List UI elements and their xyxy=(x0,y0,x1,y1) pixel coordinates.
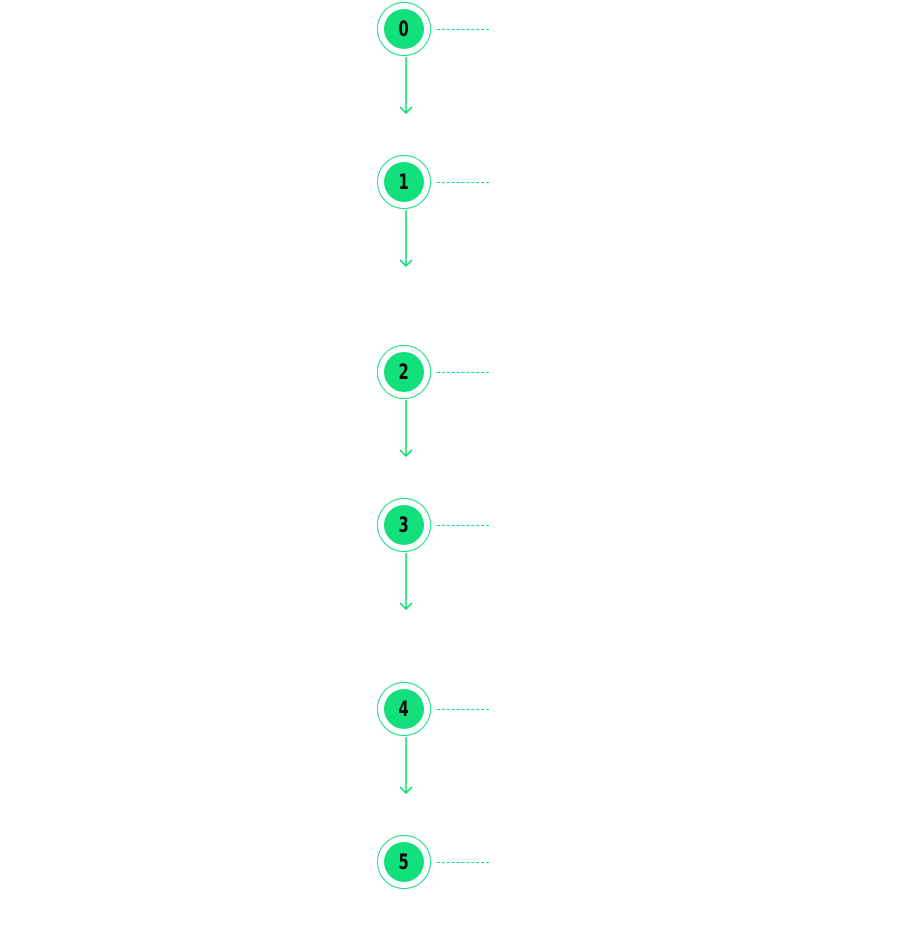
arrow-down-icon xyxy=(398,400,414,458)
step-3: 3 xyxy=(377,498,497,558)
step-dashed-connector xyxy=(437,862,489,863)
step-4: 4 xyxy=(377,682,497,742)
step-badge: 3 xyxy=(384,505,424,545)
arrow-down-icon xyxy=(398,553,414,611)
step-dashed-connector xyxy=(437,182,489,183)
step-5: 5 xyxy=(377,835,497,895)
step-0: 0 xyxy=(377,2,497,62)
step-badge: 4 xyxy=(384,689,424,729)
step-badge: 1 xyxy=(384,162,424,202)
step-number: 4 xyxy=(398,696,410,721)
arrow-down-icon xyxy=(398,737,414,795)
step-dashed-connector xyxy=(437,525,489,526)
step-number: 3 xyxy=(398,512,410,537)
step-dashed-connector xyxy=(437,372,489,373)
step-number: 2 xyxy=(398,359,410,384)
step-number: 0 xyxy=(398,16,410,41)
step-dashed-connector xyxy=(437,29,489,30)
step-badge: 2 xyxy=(384,352,424,392)
step-2: 2 xyxy=(377,345,497,405)
step-1: 1 xyxy=(377,155,497,215)
step-number: 5 xyxy=(398,849,410,874)
arrow-down-icon xyxy=(398,210,414,268)
step-badge: 5 xyxy=(384,842,424,882)
step-number: 1 xyxy=(398,169,410,194)
step-badge: 0 xyxy=(384,9,424,49)
step-dashed-connector xyxy=(437,709,489,710)
arrow-down-icon xyxy=(398,57,414,115)
